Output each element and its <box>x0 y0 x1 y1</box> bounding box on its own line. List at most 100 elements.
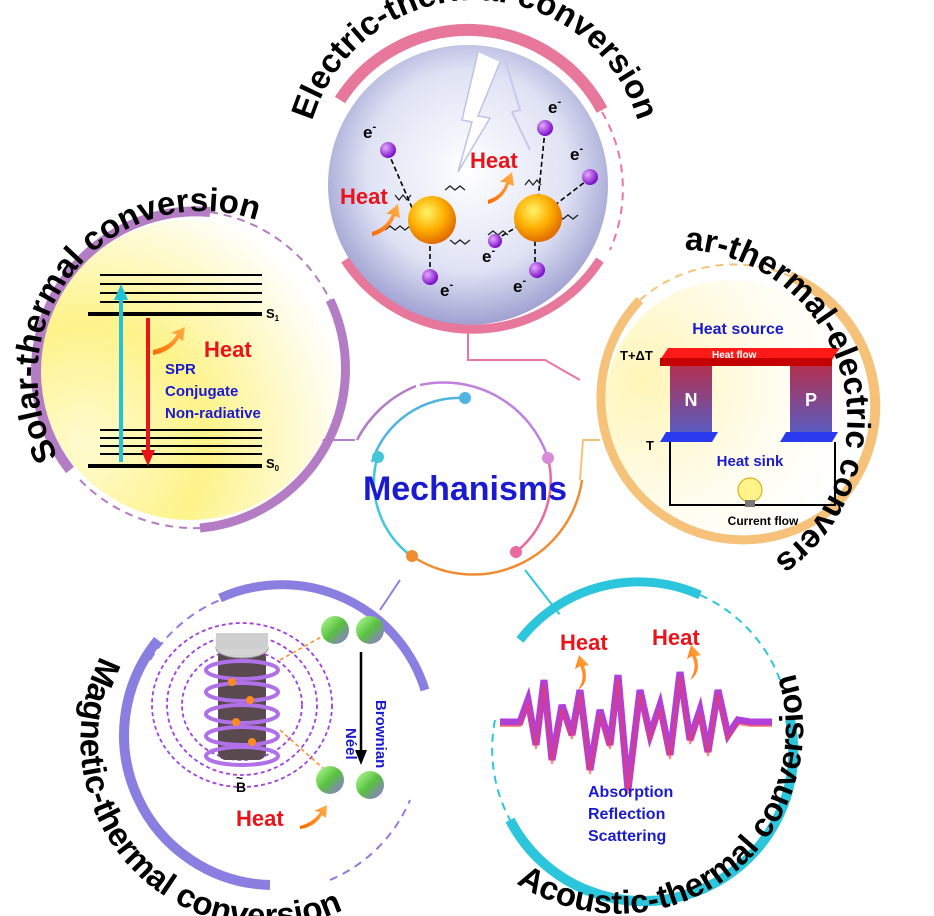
heat-arrow-icon <box>153 327 185 355</box>
acoustic-ring-bottom <box>505 718 799 907</box>
heat-arrow-icon <box>300 805 327 829</box>
electron-3 <box>582 169 598 185</box>
ste-background <box>605 280 855 530</box>
solar-panel: Heat SPR Conjugate Non-radiative S1 S0 S… <box>7 181 350 533</box>
heat-arrow-icon <box>575 655 589 690</box>
energy-levels-lower <box>88 429 262 468</box>
acoustic-ring-top <box>516 577 702 643</box>
lightning-branch-icon <box>504 59 531 151</box>
electric-heat-right: Heat <box>470 148 518 173</box>
swirl-arc-cyan <box>372 454 411 556</box>
transition-arrowhead-icon <box>355 750 367 765</box>
nanoparticles <box>228 678 256 746</box>
magnetic-ring-dash-top <box>149 599 221 661</box>
electron-label-6: e- <box>513 275 526 296</box>
p-label: P <box>805 390 817 410</box>
electron-labels: e- e- e- e- e- e- <box>363 96 583 300</box>
heat-arrow-icon <box>488 172 514 204</box>
field-lines <box>151 622 333 788</box>
s0-label: S0 <box>266 456 280 473</box>
solar-ring-left <box>31 206 211 474</box>
neel-label: Néel <box>342 728 359 760</box>
acoustic-heat-left: Heat <box>560 630 608 655</box>
neel-sphere-top <box>321 616 349 644</box>
acoustic-panel: Heat Heat Absorption Reflection Scatteri… <box>491 577 810 916</box>
t-hot-label: T+ΔT <box>620 348 653 363</box>
solar-item-2: Conjugate <box>165 383 238 400</box>
electron-label-5: e- <box>482 245 495 266</box>
central-swirl: Mechanisms <box>355 381 584 576</box>
link-line <box>279 631 331 661</box>
brownian-sphere-top <box>356 616 384 644</box>
electron-6 <box>488 234 502 248</box>
swirl-dot-cyan <box>372 451 384 463</box>
ste-ring-right <box>787 271 881 514</box>
hot-plate <box>660 348 840 360</box>
electric-panel: e- e- e- e- e- e- Heat Heat Electric-the… <box>284 0 666 334</box>
magnet-body-icon <box>216 633 268 649</box>
cold-plate-right <box>780 432 838 442</box>
link-line <box>279 729 326 771</box>
electric-ring-bottom <box>341 257 604 334</box>
swirl-dot-rose <box>510 546 522 558</box>
acoustic-ring-dash-top <box>699 594 781 681</box>
coil-icon <box>204 659 280 767</box>
heat-arrow-icon <box>687 645 701 680</box>
p-leg <box>790 366 832 432</box>
atom-right <box>514 194 562 242</box>
brownian-label: Brownian <box>372 700 389 768</box>
electron-4 <box>422 269 438 285</box>
magnetic-background <box>135 590 425 880</box>
atom-left <box>408 196 456 244</box>
acoustic-item-3: Scattering <box>588 828 666 845</box>
neel-sphere-bottom <box>316 766 344 794</box>
magnetic-ring-left <box>119 636 271 890</box>
electric-background <box>328 45 608 325</box>
brownian-sphere-bottom <box>356 771 384 799</box>
current-flow-label: Current flow <box>728 514 799 528</box>
swirl-arc-violet <box>419 381 550 459</box>
acoustic-background <box>495 590 785 880</box>
heat-source-label: Heat source <box>692 321 784 338</box>
field-label: B <box>236 779 246 795</box>
s1-label: S1 <box>266 306 280 323</box>
field-tilde: ~ <box>236 771 243 785</box>
lightning-icon <box>457 51 501 173</box>
solar-item-3: Non-radiative <box>165 405 261 422</box>
magnetic-ring-dash-bottom <box>329 799 411 881</box>
electron-label-3: e- <box>570 143 583 164</box>
electric-ring-dash <box>601 111 624 251</box>
electron-2 <box>537 120 553 136</box>
acoustic-item-1: Absorption <box>588 784 673 801</box>
center-label: Mechanisms <box>363 470 567 508</box>
electric-ring-top <box>334 23 608 113</box>
bulb-base-icon <box>745 500 755 507</box>
heat-sink-label: Heat sink <box>717 453 784 470</box>
magnetic-panel: B ~ Néel Brownian Heat Magnetic-thermal … <box>73 580 430 916</box>
connector-ste <box>579 439 600 481</box>
electron-label-1: e- <box>363 121 376 142</box>
solar-ring-right <box>199 298 350 533</box>
heat-flow-label: Heat flow <box>712 350 757 361</box>
solar-ring-dash-bottom <box>79 479 201 530</box>
connector-magnetic <box>379 579 401 611</box>
solar-item-1: SPR <box>165 361 196 378</box>
swirl-dot-pink <box>542 452 554 464</box>
energy-levels-upper <box>88 274 262 316</box>
swirl-arc-blue <box>370 396 466 463</box>
acoustic-heat-right: Heat <box>652 625 700 650</box>
swirl-arc-orange <box>411 479 584 576</box>
solar-heat: Heat <box>204 337 252 362</box>
relaxation-arrowhead-icon <box>141 450 155 466</box>
heat-arrow-icon <box>372 204 400 236</box>
excitation-arrowhead-icon <box>114 284 128 300</box>
swirl-arc-pink <box>515 457 552 553</box>
magnetic-heat: Heat <box>236 806 284 831</box>
cold-plate-left <box>660 432 718 442</box>
electric-heat-left: Heat <box>340 184 388 209</box>
n-label: N <box>685 390 698 410</box>
electron-5 <box>529 262 545 278</box>
bulb-icon <box>737 477 763 503</box>
t-cold-label: T <box>646 438 654 453</box>
